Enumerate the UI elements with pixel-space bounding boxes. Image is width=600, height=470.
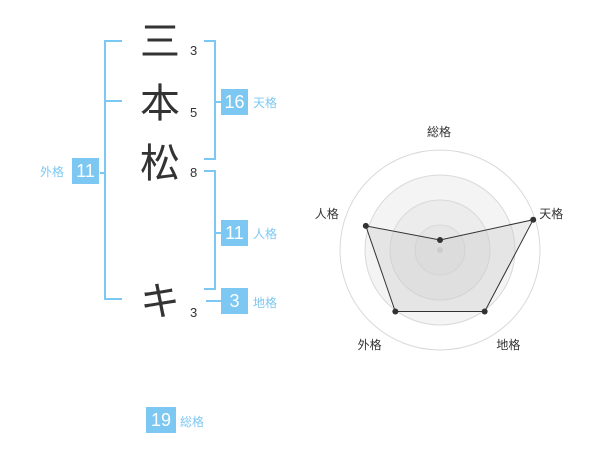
soukaku-label: 総格 (180, 415, 205, 429)
radar-center-dot (437, 247, 443, 253)
radar-axis-label-4: 人格 (314, 206, 339, 221)
jinkaku-bracket (214, 170, 216, 290)
gaikaku-connector (100, 172, 106, 174)
tenkaku-bracket-top (204, 40, 216, 42)
stroke-count-1: 3 (190, 43, 198, 58)
gaikaku-bracket-bottom (104, 298, 122, 300)
radar-series-polygon (365, 218, 535, 312)
gaikaku-label: 外格 (40, 165, 65, 179)
gaikaku-bracket (104, 40, 106, 300)
chikaku-connector (206, 300, 222, 302)
tenkaku-bracket-bottom (204, 158, 216, 160)
tenkaku-value-badge: 16 (221, 89, 248, 115)
gaikaku-value-badge: 11 (72, 158, 99, 184)
radar-ring-1 (414, 224, 466, 276)
stroke-count-2: 5 (190, 105, 198, 120)
radar-axis-label-3: 外格 (357, 338, 382, 353)
jinkaku-bracket-bottom (204, 288, 216, 290)
name-char-4: キ (140, 279, 180, 325)
radar-ring-3 (364, 174, 516, 326)
jinkaku-value-badge: 11 (221, 220, 248, 246)
tenkaku-connector (214, 101, 222, 103)
radar-point-2 (481, 308, 488, 315)
radar-axis-label-0: 総格 (427, 125, 452, 139)
jinkaku-connector (214, 232, 222, 234)
jinkaku-label: 人格 (253, 227, 278, 241)
gaikaku-bracket-top (104, 40, 122, 42)
chikaku-value-badge: 3 (221, 288, 248, 314)
radar-axis-label-2: 地格 (496, 338, 521, 353)
gaikaku-bracket-mid (104, 100, 122, 102)
radar-point-0 (437, 237, 443, 243)
stroke-count-3: 8 (190, 165, 198, 180)
tenkaku-bracket (214, 40, 216, 160)
radar-axis-label-1: 天格 (539, 206, 564, 221)
name-char-1: 三 (140, 19, 180, 65)
stroke-count-4: 3 (190, 305, 198, 320)
jinkaku-bracket-top (204, 170, 216, 172)
chikaku-label: 地格 (253, 296, 278, 310)
radar-ring-2 (389, 199, 491, 301)
radar-point-4 (362, 222, 369, 229)
radar-point-3 (392, 308, 399, 315)
name-char-3: 松 (140, 141, 180, 187)
soukaku-value-badge: 19 (146, 407, 176, 433)
tenkaku-label: 天格 (253, 96, 278, 110)
radar-ring-4 (339, 149, 541, 351)
name-char-2: 本 (140, 81, 180, 127)
radar-point-1 (530, 216, 537, 223)
